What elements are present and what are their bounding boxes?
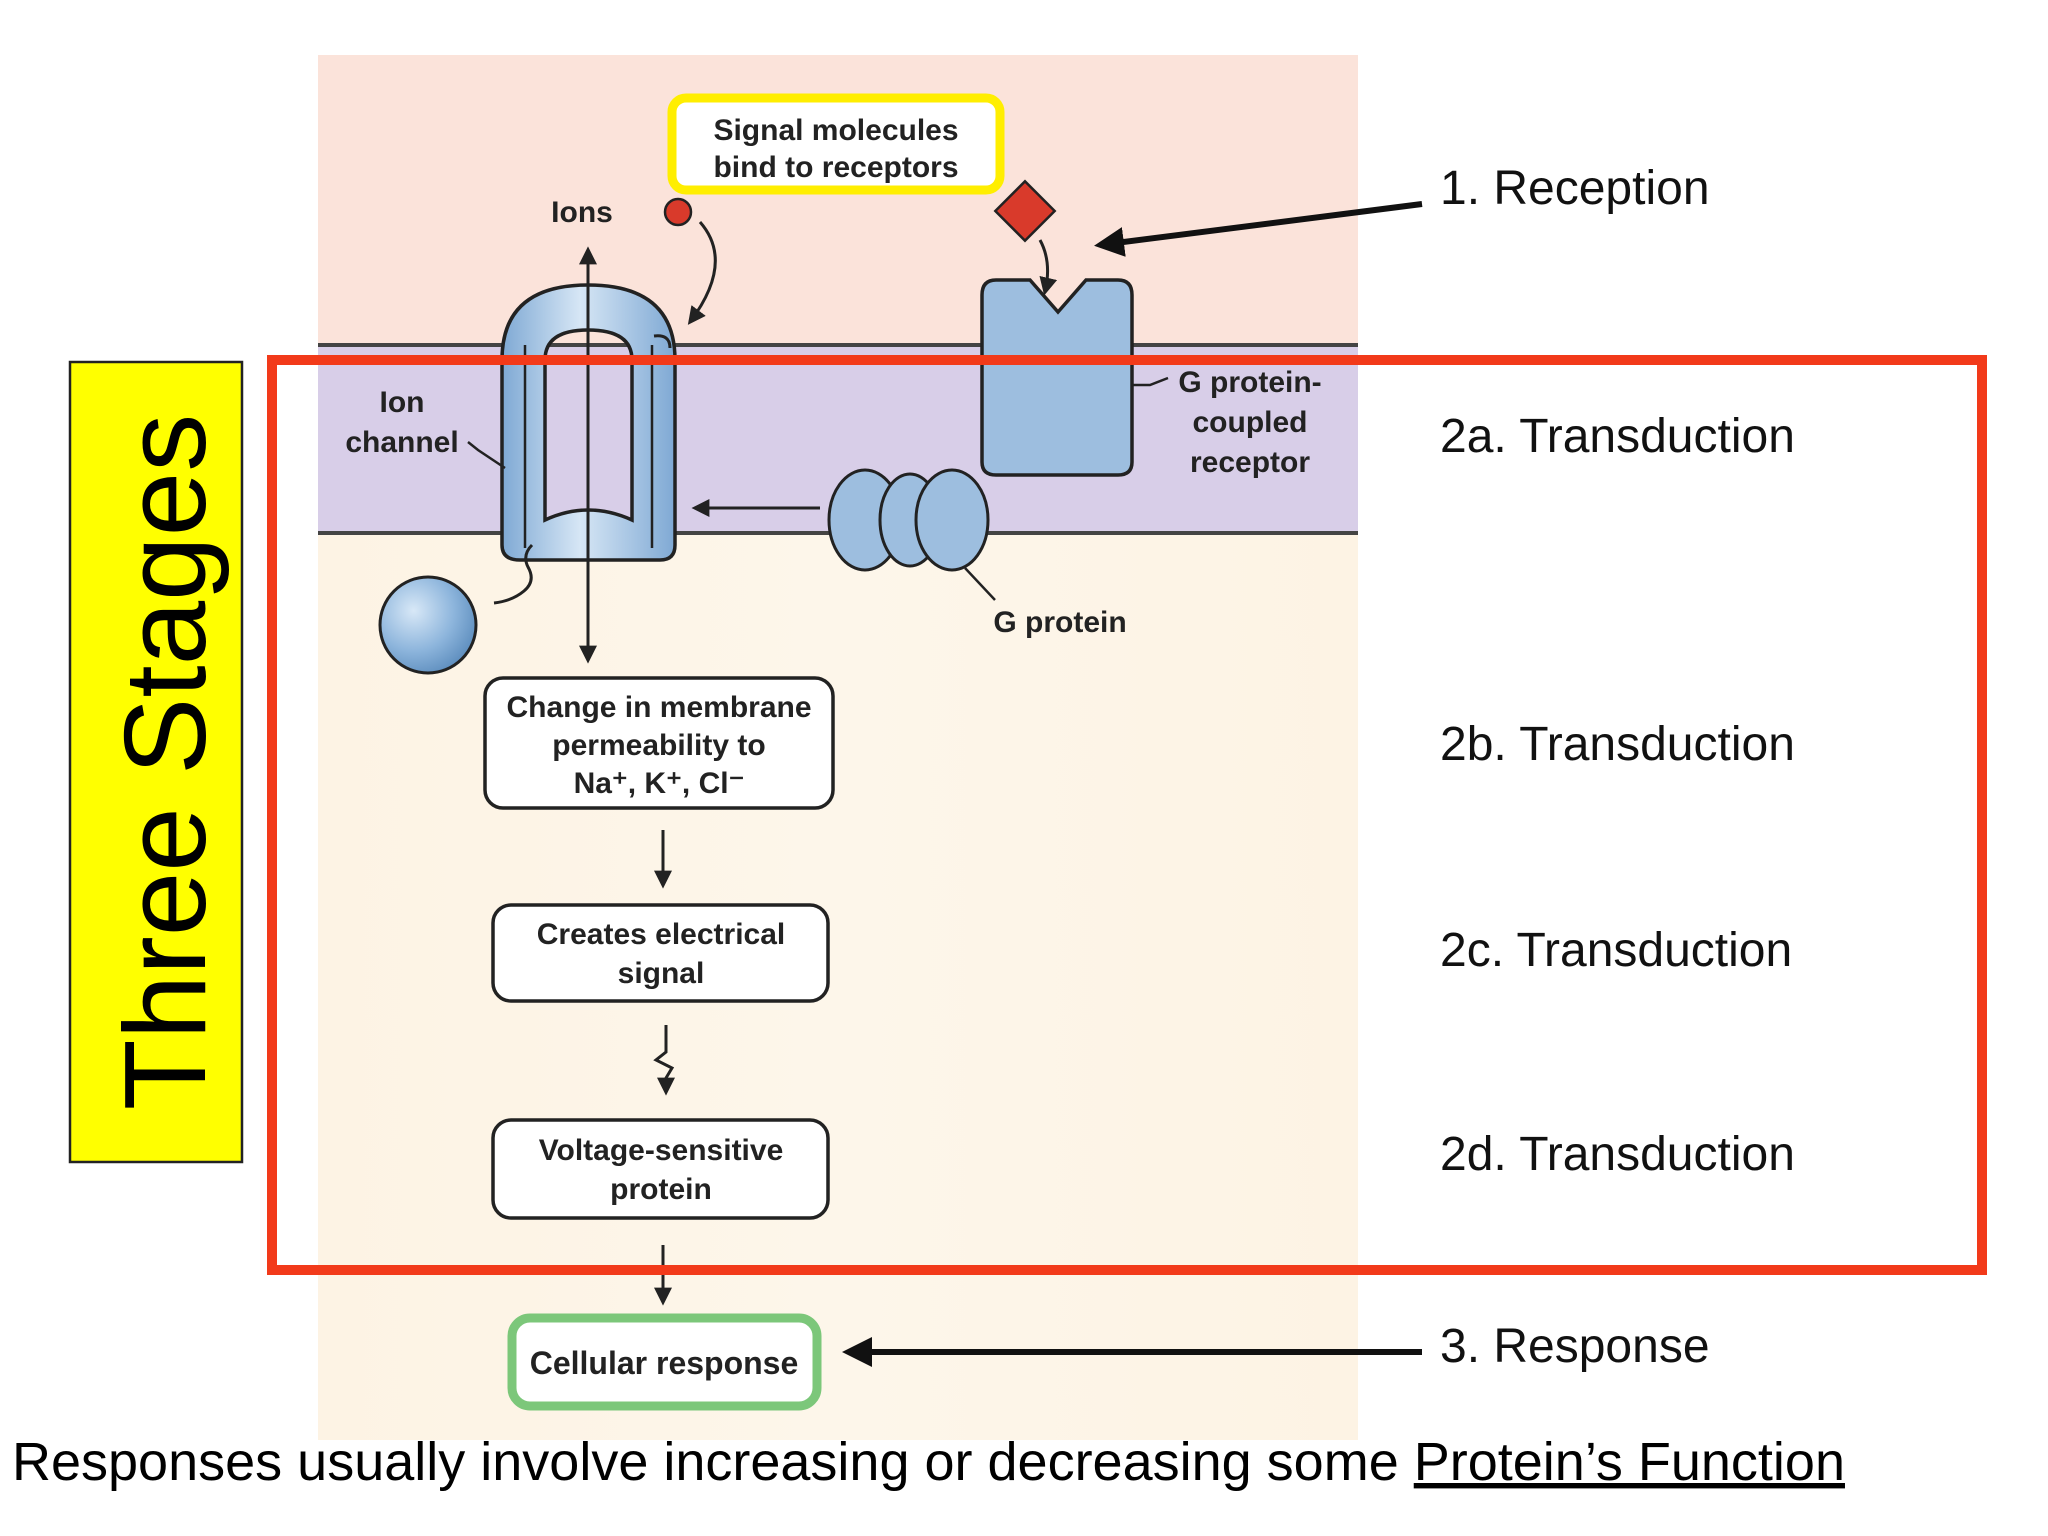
electrical-line1: Creates electrical bbox=[537, 918, 786, 951]
cell-background bbox=[318, 55, 1358, 1440]
electrical-signal-zigzag-arrow bbox=[653, 1025, 675, 1096]
stage-transduction-d: 2d. Transduction bbox=[1440, 1128, 1795, 1181]
signal-molecules-label-line2: bind to receptors bbox=[713, 151, 958, 184]
ion-channel-label-leader bbox=[467, 441, 506, 470]
caption-prefix: Responses usually involve increasing or … bbox=[12, 1432, 1414, 1492]
cytoplasm-region bbox=[318, 535, 1358, 1440]
reception-pointer-arrow bbox=[1094, 201, 1423, 257]
ion-channel-signal-molecule bbox=[663, 197, 693, 227]
permeability-line2: permeability to bbox=[552, 729, 765, 762]
g-protein-label-leader bbox=[964, 567, 996, 601]
permeability-line3: Na⁺, K⁺, Cl⁻ bbox=[574, 767, 745, 800]
gpcr-label-line3: receptor bbox=[1190, 446, 1310, 479]
voltage-line1: Voltage-sensitive bbox=[539, 1134, 784, 1167]
voltage-protein-box: Voltage-sensitive protein bbox=[491, 1118, 830, 1220]
gpcr-receptor bbox=[980, 278, 1134, 477]
gpcr-label-leader bbox=[1132, 376, 1169, 387]
permeability-line1: Change in membrane bbox=[506, 691, 811, 724]
signal-molecules-callout: Signal molecules bind to receptors bbox=[667, 93, 1005, 195]
gpcr-label-line1: G protein- bbox=[1178, 366, 1321, 399]
stage-transduction-b: 2b. Transduction bbox=[1440, 718, 1795, 771]
stage-response: 3. Response bbox=[1440, 1320, 1710, 1373]
electrical-line2: signal bbox=[618, 957, 705, 990]
transduction-highlight-box bbox=[267, 355, 1987, 1275]
ion-channel-label-line2: channel bbox=[345, 426, 458, 459]
ion-channel bbox=[378, 283, 677, 675]
ions-label: Ions bbox=[551, 196, 613, 229]
permeability-box: Change in membrane permeability to Na⁺, … bbox=[483, 676, 835, 810]
ion-channel-tether bbox=[493, 543, 534, 605]
g-protein-label: G protein bbox=[993, 606, 1126, 639]
electrical-signal-box: Creates electrical signal bbox=[491, 903, 830, 1003]
gpcr-signal-arrow bbox=[1038, 239, 1058, 296]
caption-underlined: Protein’s Function bbox=[1414, 1432, 1845, 1492]
ion-channel-binding-site bbox=[653, 334, 672, 349]
ion-channel-gate-ball bbox=[378, 575, 478, 675]
ion-channel-label-line1: Ion bbox=[380, 386, 425, 419]
caption: Responses usually involve increasing or … bbox=[12, 1432, 1845, 1492]
cellular-response-box: Cellular response bbox=[507, 1313, 822, 1411]
signal-molecules-label-line1: Signal molecules bbox=[713, 114, 958, 147]
g-protein bbox=[827, 468, 996, 601]
cellular-response-label: Cellular response bbox=[530, 1345, 799, 1381]
three-stages-title: Three Stages bbox=[100, 414, 230, 1110]
stage-reception: 1. Reception bbox=[1440, 162, 1710, 215]
gpcr-signal-molecule bbox=[993, 179, 1057, 243]
voltage-line2: protein bbox=[610, 1173, 712, 1206]
stage-transduction-c: 2c. Transduction bbox=[1440, 924, 1792, 977]
stage-transduction-a: 2a. Transduction bbox=[1440, 410, 1795, 463]
ion-channel-signal-arrow bbox=[687, 221, 717, 325]
ion-channel-body bbox=[500, 283, 677, 562]
three-stages-title-box bbox=[68, 360, 244, 1164]
gpcr-label-line2: coupled bbox=[1192, 406, 1307, 439]
